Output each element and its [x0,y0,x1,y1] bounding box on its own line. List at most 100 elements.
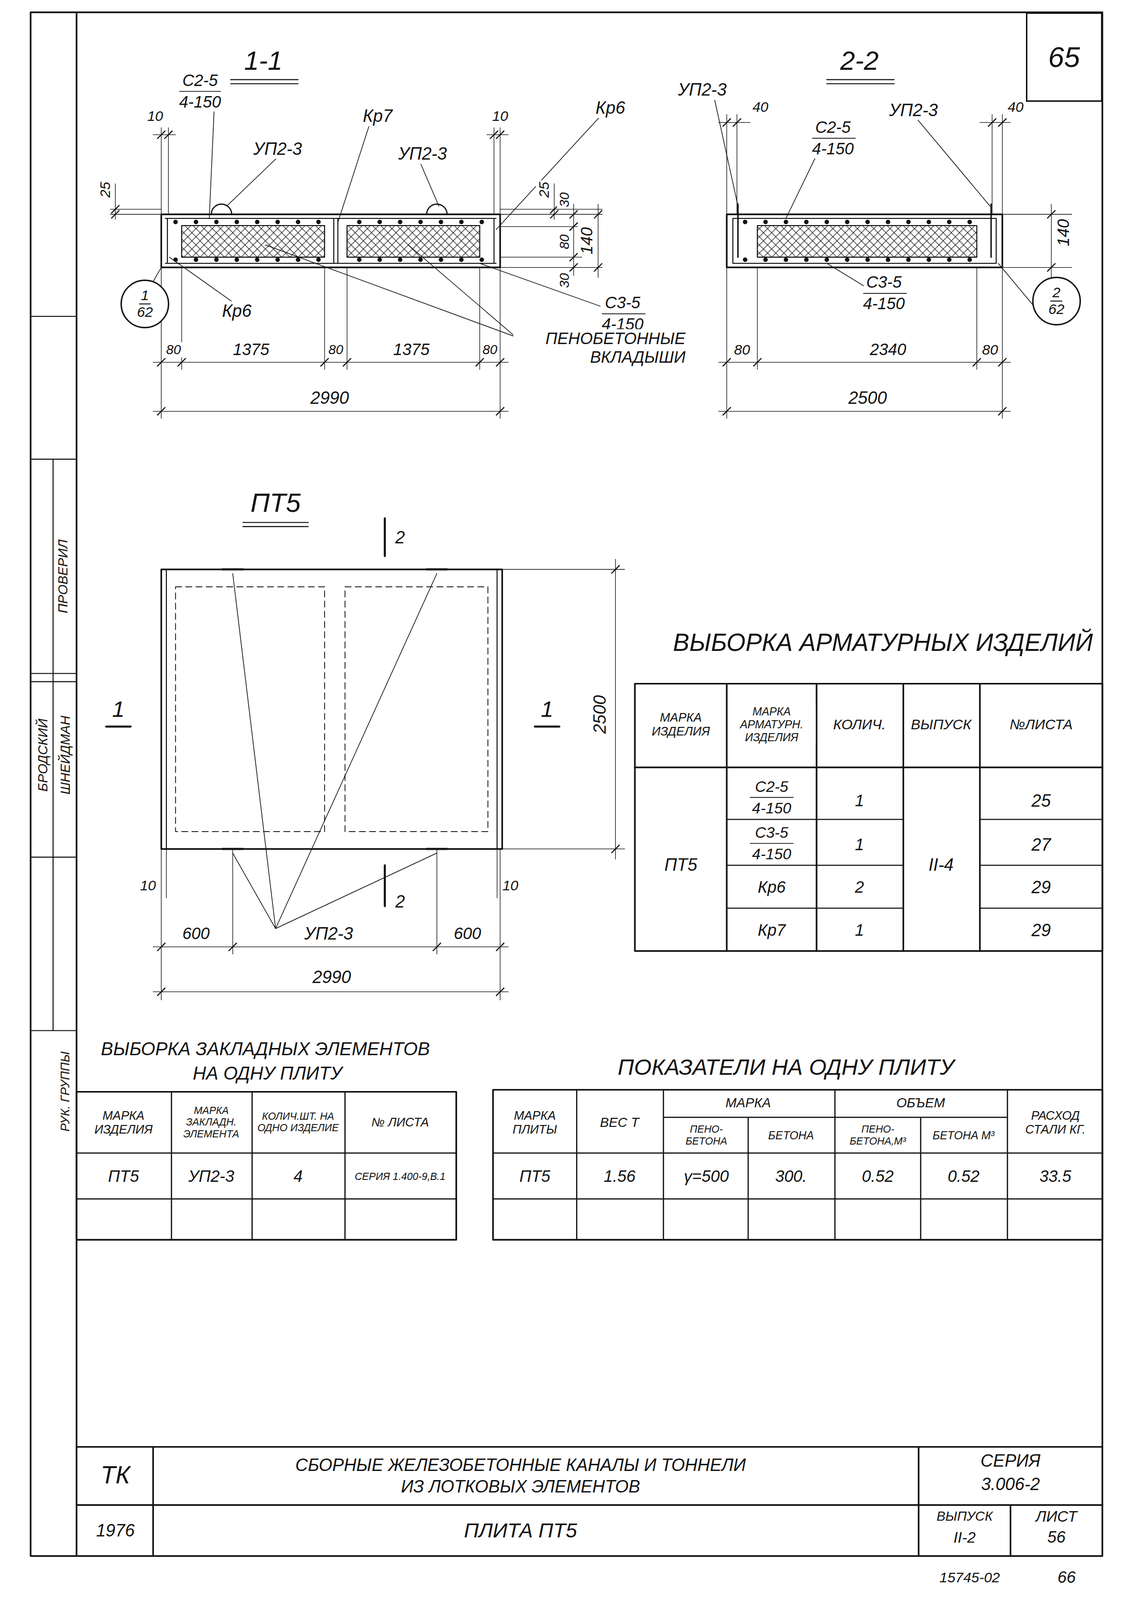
rebar-dot [885,257,891,262]
table-cell: ПТ5 [517,1167,552,1187]
rebar-dot [865,257,870,262]
dimension-tick [157,130,166,139]
table-cell: МАРКА ИЗДЕЛИЯ [78,1108,169,1137]
dimension-tick [569,222,578,231]
section-label: УП2-3 [887,100,940,121]
rebar-dot [967,219,972,225]
plan-label: 600 [452,924,483,944]
dimension-tick [177,358,186,367]
rebar-dot [804,219,809,225]
dimension-tick [157,988,166,997]
table-cell: 4 [292,1167,305,1187]
section-label: 4-150 [810,139,855,159]
table-cell: 4-150 [750,799,793,818]
dimension-tick [496,130,505,139]
rebar-dot [947,257,952,262]
dimension-tick [432,943,441,952]
table-cell: ВЕС Т [583,1115,655,1131]
dimension-tick [475,358,484,367]
rebar-dot [316,257,321,262]
table-cell: МАРКА ЗАКЛАДН. ЭЛЕМЕНТА [172,1105,251,1141]
table-cell: УП2-3 [186,1167,236,1187]
table-cell: 0.52 [860,1167,895,1187]
rebar-dot [316,219,321,225]
section-label: 2990 [308,388,351,409]
table-cell: 29 [1030,920,1053,941]
rebar-dot [173,257,178,262]
table-cell: С3-5 [753,824,790,842]
rebar-dot [295,257,301,262]
plan-label: 2 [393,527,407,548]
table-cell: МАРКА [723,1095,773,1112]
section-label: 30 [556,272,573,290]
table-cell: 25 [1030,791,1053,812]
section-label: 10 [145,108,165,125]
rebar-dot [377,219,382,225]
plan-label: УП2-3 [303,924,355,945]
title-block-text: ИЗ ЛОТКОВЫХ ЭЛЕМЕНТОВ [399,1477,642,1498]
rebar-dot [214,219,219,225]
rebar-dot [865,219,870,225]
table-cell: СЕРИЯ 1.400-9,В.1 [348,1170,452,1183]
rebar-dot [357,257,362,262]
table-cell: ОБЪЕМ [894,1095,947,1112]
rebar-dot [438,257,444,262]
title-block-text: 3.006-2 [979,1475,1042,1496]
plan-label: 1 [539,696,555,723]
plan-label: 10 [501,877,520,895]
table-cell: Кр6 [756,878,787,898]
rebar-dot [844,219,850,225]
dimension-tick [496,943,505,952]
table-cell: 2 [853,878,866,898]
dimension-tick [722,407,731,416]
dimension-tick [157,407,166,416]
title-block-text: 15745-02 [937,1570,1002,1587]
rebar-dot [234,219,240,225]
section-label: УП2-3 [251,139,304,160]
rebar-dot [418,257,423,262]
dimension-tick [496,358,505,367]
table-cell: II-4 [926,855,955,876]
title-block-text: 1976 [94,1521,137,1542]
plan-label: ПТ5 [249,488,303,519]
section-label: 1-1 [242,45,284,77]
rebar-dot [275,219,280,225]
dimension-tick [998,407,1007,416]
dimension-tick [569,263,578,272]
rebar-dot [418,219,423,225]
section-label: 80 [980,341,1000,359]
plan-label: 2500 [590,693,611,736]
table-cell: С2-5 [753,778,790,796]
section-label: УП2-3 [396,144,449,165]
table-cell: ПЕНО- БЕТОНА [666,1124,747,1148]
dimension-tick [342,358,351,367]
signature-field: ПРОВЕРИЛ [55,538,71,616]
dimension-tick [594,210,603,219]
section-label: С2-5 [813,118,852,137]
section-label: 1375 [231,340,271,360]
plan-label: 10 [138,877,158,895]
dimension-tick [972,358,982,367]
section-label: 140 [1054,217,1073,248]
dimension-tick [111,210,120,219]
dimension-tick [732,118,742,127]
dimension-tick [722,118,731,127]
table-cell: БЕТОНА М³ [922,1129,1005,1143]
rebar-dot [742,219,748,225]
dimension-tick [722,358,731,367]
plan-label: 2990 [311,967,353,988]
section-label: УП2-3 [676,79,729,100]
table-cell: 29 [1030,878,1053,899]
rebar-dot [824,219,829,225]
table-cell: № ЛИСТА [348,1115,452,1130]
dimension-tick [611,565,620,574]
rebar-dot [397,219,403,225]
rebar-dot [947,219,952,225]
dimension-tick [1047,210,1056,219]
reference-number: 62 [1046,301,1067,318]
rebar-dot [458,219,464,225]
rebar-dot [214,257,219,262]
section-label: 80 [480,342,499,358]
table-cell: 0.52 [946,1167,981,1187]
section-label: 80 [164,342,183,358]
